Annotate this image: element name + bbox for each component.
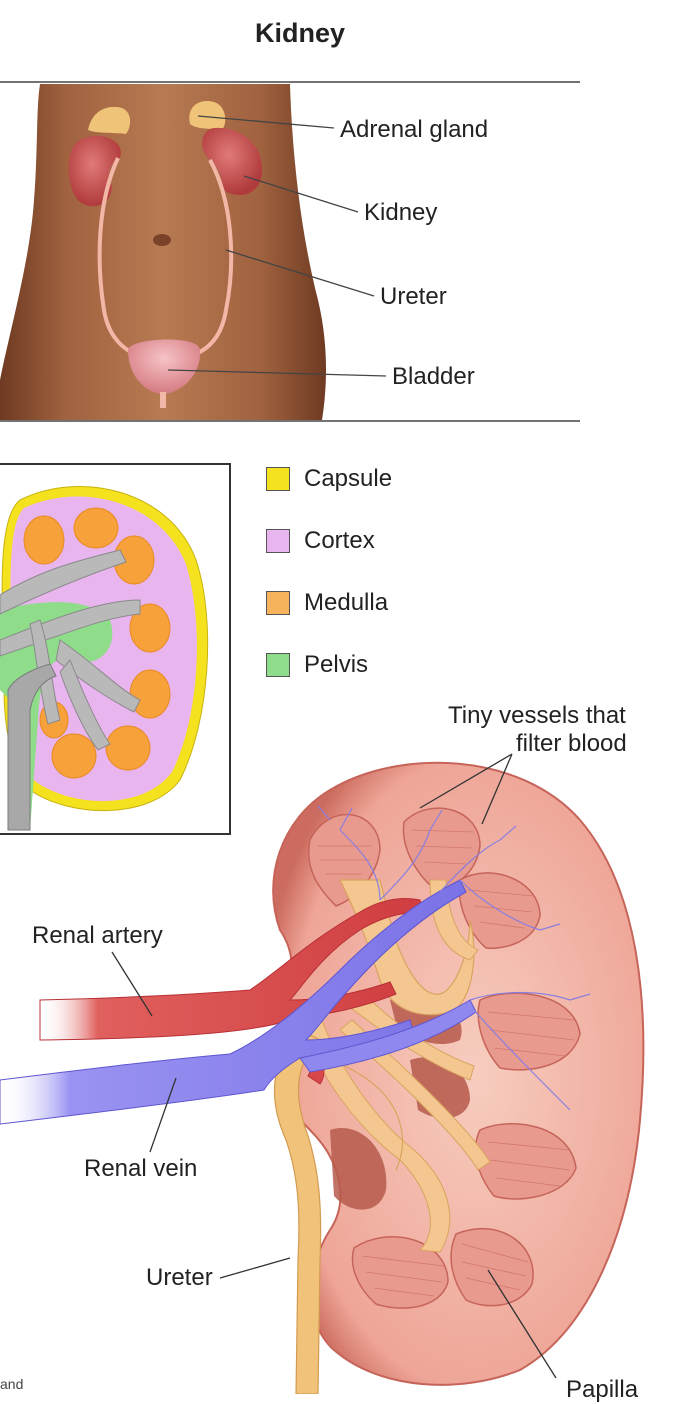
label-renal-artery: Renal artery xyxy=(32,922,163,950)
label-renal-vein: Renal vein xyxy=(84,1155,197,1183)
corner-text: and xyxy=(0,1376,23,1392)
label-tiny-vessels-1: Tiny vessels that xyxy=(448,702,626,730)
label-ureter-bottom: Ureter xyxy=(146,1264,213,1292)
label-tiny-vessels-2: filter blood xyxy=(516,730,627,758)
label-papilla: Papilla xyxy=(566,1376,638,1404)
